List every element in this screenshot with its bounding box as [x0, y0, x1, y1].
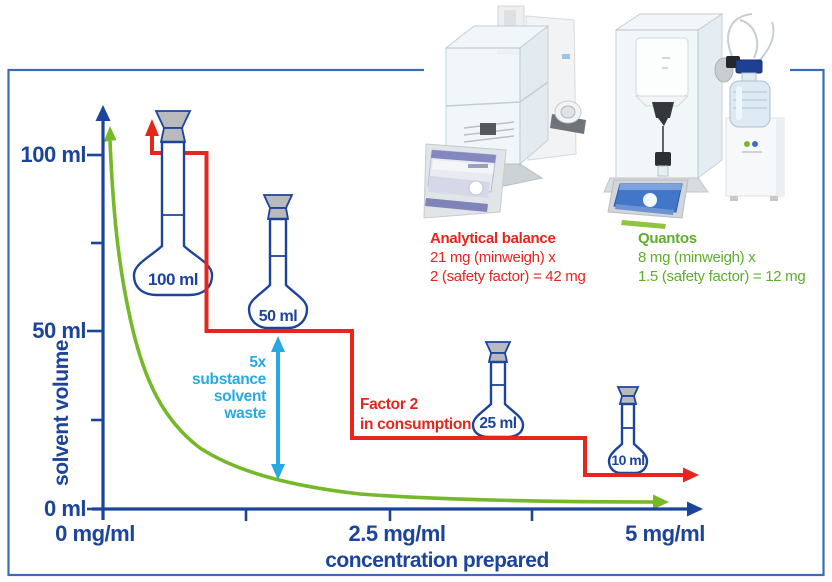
quantos-caption-line2: 1.5 (safety factor) = 12 mg: [638, 268, 805, 285]
quantos-caption-title: Quantos: [638, 230, 697, 247]
y-axis-arrow-icon: [95, 105, 111, 121]
flask-label-50ml: 50 ml: [259, 308, 297, 325]
flask-stopper: [616, 386, 640, 397]
leveling-foot-center: [560, 105, 576, 119]
flask-stopper: [262, 194, 294, 209]
terminal-bottom-band: [425, 198, 488, 212]
waste-note-line3: solvent: [214, 388, 266, 405]
green-foot-strip: [621, 220, 666, 229]
pump-box: [725, 117, 785, 197]
volumetric-flask-25ml-icon: [471, 341, 525, 439]
flask-stopper: [154, 110, 192, 129]
x-tick-label-5: 5 mg/ml: [625, 521, 705, 546]
logo-dot-blue: [752, 141, 758, 147]
terminal-digits: [468, 164, 488, 168]
flask-stopper-joint: [159, 127, 187, 143]
pump-foot: [770, 196, 778, 201]
draftshield-shelf-side: [519, 81, 549, 103]
pump-foot: [730, 196, 738, 201]
flask-label-100ml: 100 ml: [148, 270, 198, 289]
terminal-dial: [468, 180, 484, 196]
x-axis-title: concentration prepared: [325, 549, 549, 572]
green-curve: [108, 140, 655, 504]
quantos-caption-line1: 8 mg (minweigh) x: [638, 249, 756, 266]
red-step-start-arrow-icon: [145, 119, 159, 136]
x-tick-label-0: 0 mg/ml: [55, 521, 135, 546]
terminal-screen-header: [619, 184, 682, 190]
waste-arrow-down-icon: [271, 464, 285, 480]
terminal-dial: [643, 193, 657, 207]
dosing-head: [652, 102, 674, 118]
terminal-keys: [615, 204, 674, 215]
flask-label-25ml: 25 ml: [479, 415, 516, 432]
bottle-neck: [741, 72, 757, 82]
quantos-photo: [603, 6, 790, 236]
y-tick-label-100ml: 100 ml: [21, 142, 87, 167]
balance-caption-title: Analytical balance: [430, 230, 556, 247]
flask-body: [132, 140, 214, 297]
flask-stopper-joint: [487, 352, 509, 363]
dosing-head-cone: [658, 118, 668, 126]
tube: [759, 21, 775, 61]
balance-tower-mark: [562, 54, 570, 59]
flask-stopper: [484, 341, 512, 354]
sample-vial: [657, 165, 669, 177]
cabinet-side: [697, 13, 723, 179]
waste-note-line2: substance: [192, 371, 267, 388]
logo-dot-green: [744, 141, 750, 147]
waste-arrow-up-icon: [271, 336, 285, 352]
axis-ticks: [87, 153, 534, 521]
x-axis-arrow-icon: [687, 501, 703, 517]
module-flare: [634, 95, 690, 107]
draftshield-side: [519, 24, 549, 166]
bottle-cap: [735, 59, 763, 74]
waste-note-line4: waste: [223, 405, 266, 422]
y-axis-title: solvent volume: [50, 340, 73, 486]
factor-note-line2: in consumption: [360, 416, 471, 433]
flask-label-10ml: 10 ml: [611, 452, 644, 468]
terminal-screen-header: [431, 150, 496, 163]
figure-frame: [7, 68, 825, 577]
terminal-value-row: [432, 160, 494, 174]
weighing-pan-plate: [480, 123, 496, 135]
analytical-balance-photo: [423, 2, 610, 228]
flask-stopper-joint: [266, 207, 290, 220]
red-step-end-arrow-icon: [683, 467, 699, 483]
green-curve-end-arrow-icon: [653, 494, 669, 510]
red-step-line: [204, 198, 684, 477]
x-tick-label-2-5: 2.5 mg/ml: [349, 521, 446, 546]
factor-note-line1: Factor 2: [360, 396, 418, 413]
green-curve-start-arrow-icon: [103, 126, 117, 142]
y-tick-label-50ml: 50 ml: [32, 318, 86, 343]
dosing-module: [635, 37, 689, 97]
tube: [739, 19, 759, 59]
y-tick-label-0ml: 0 ml: [44, 496, 86, 521]
volumetric-flask-100ml-icon: [132, 110, 214, 297]
balance-caption-line1: 21 mg (minweigh) x: [430, 249, 556, 266]
balance-caption-line2: 2 (safety factor) = 42 mg: [430, 268, 586, 285]
flask-body: [247, 217, 309, 330]
volumetric-flask-50ml-icon: [247, 194, 309, 330]
tube: [727, 13, 753, 57]
dosing-clamp: [655, 152, 671, 166]
waste-note-line1: 5x: [249, 354, 266, 371]
pump-box-shade: [776, 118, 784, 196]
draftshield-shelf: [445, 101, 521, 107]
bottle-highlight: [736, 86, 742, 120]
flask-stopper-joint: [618, 395, 638, 405]
